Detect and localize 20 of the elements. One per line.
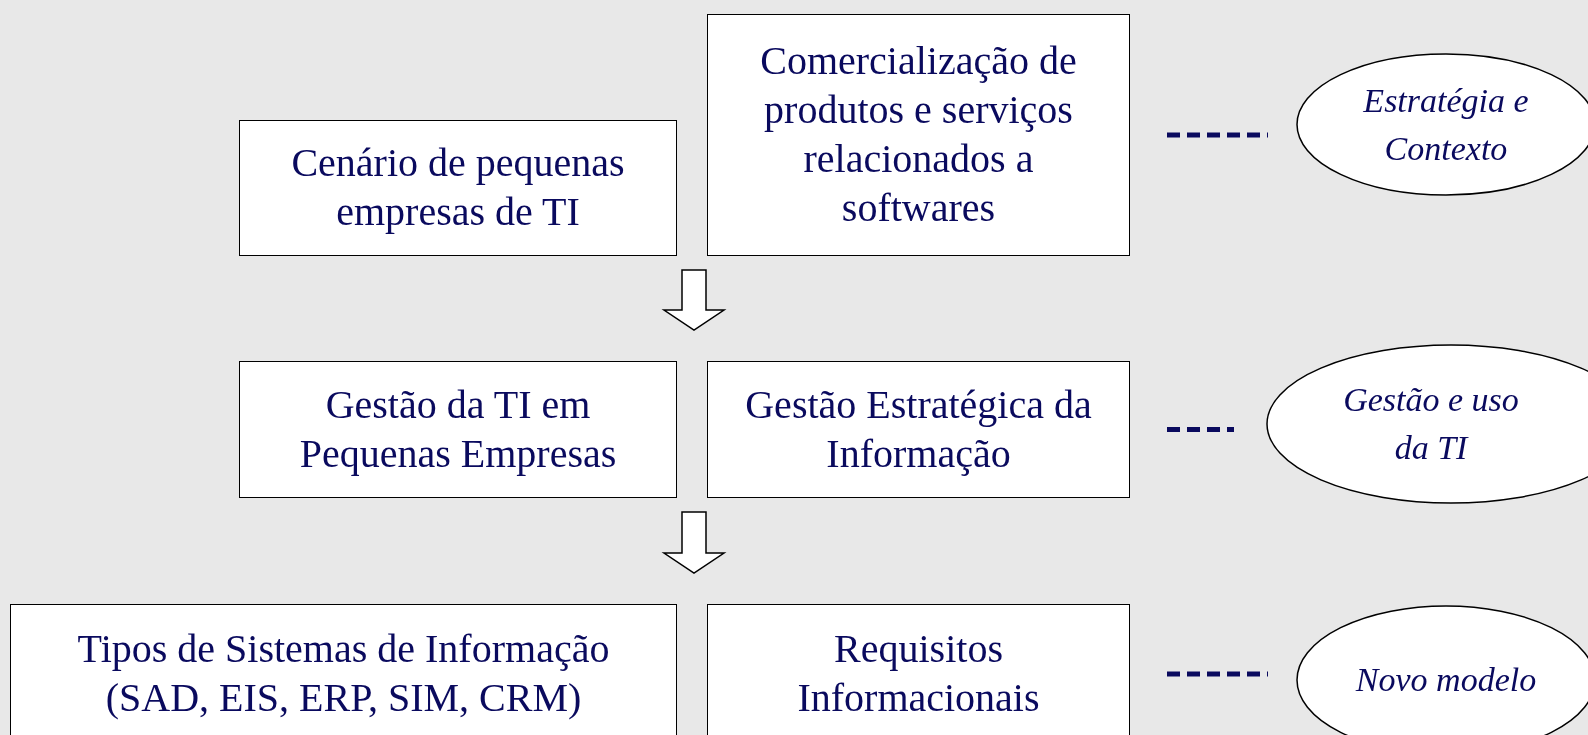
block-arrow bbox=[661, 511, 727, 574]
node-text: Cenário de pequenas empresas de TI bbox=[290, 139, 626, 236]
dashed-connector bbox=[1167, 671, 1268, 677]
block-arrow bbox=[661, 269, 727, 331]
node-text: Gestão da TI em Pequenas Empresas bbox=[298, 380, 618, 478]
node-text: Requisitos Informacionais bbox=[796, 625, 1041, 722]
process-box bbox=[10, 604, 677, 735]
process-box bbox=[239, 120, 677, 256]
dashed-connector bbox=[1167, 132, 1268, 138]
process-box bbox=[707, 14, 1130, 256]
node-text: Estratégia e Contexto bbox=[1362, 80, 1530, 169]
process-box bbox=[239, 361, 677, 498]
dashed-connector bbox=[1167, 427, 1234, 432]
node-text: Tipos de Sistemas de Informação (SAD, EIS, ERP, SIM, CRM) bbox=[76, 625, 611, 722]
process-box bbox=[707, 604, 1130, 735]
node-text: Gestão e uso da TI bbox=[1342, 380, 1520, 468]
process-box bbox=[707, 361, 1130, 498]
node-text: Novo modelo bbox=[1354, 660, 1538, 701]
node-text: Comercialização de produtos e serviços relacionados a softwares bbox=[759, 37, 1078, 232]
node-text: Gestão Estratégica da Informação bbox=[744, 380, 1093, 478]
